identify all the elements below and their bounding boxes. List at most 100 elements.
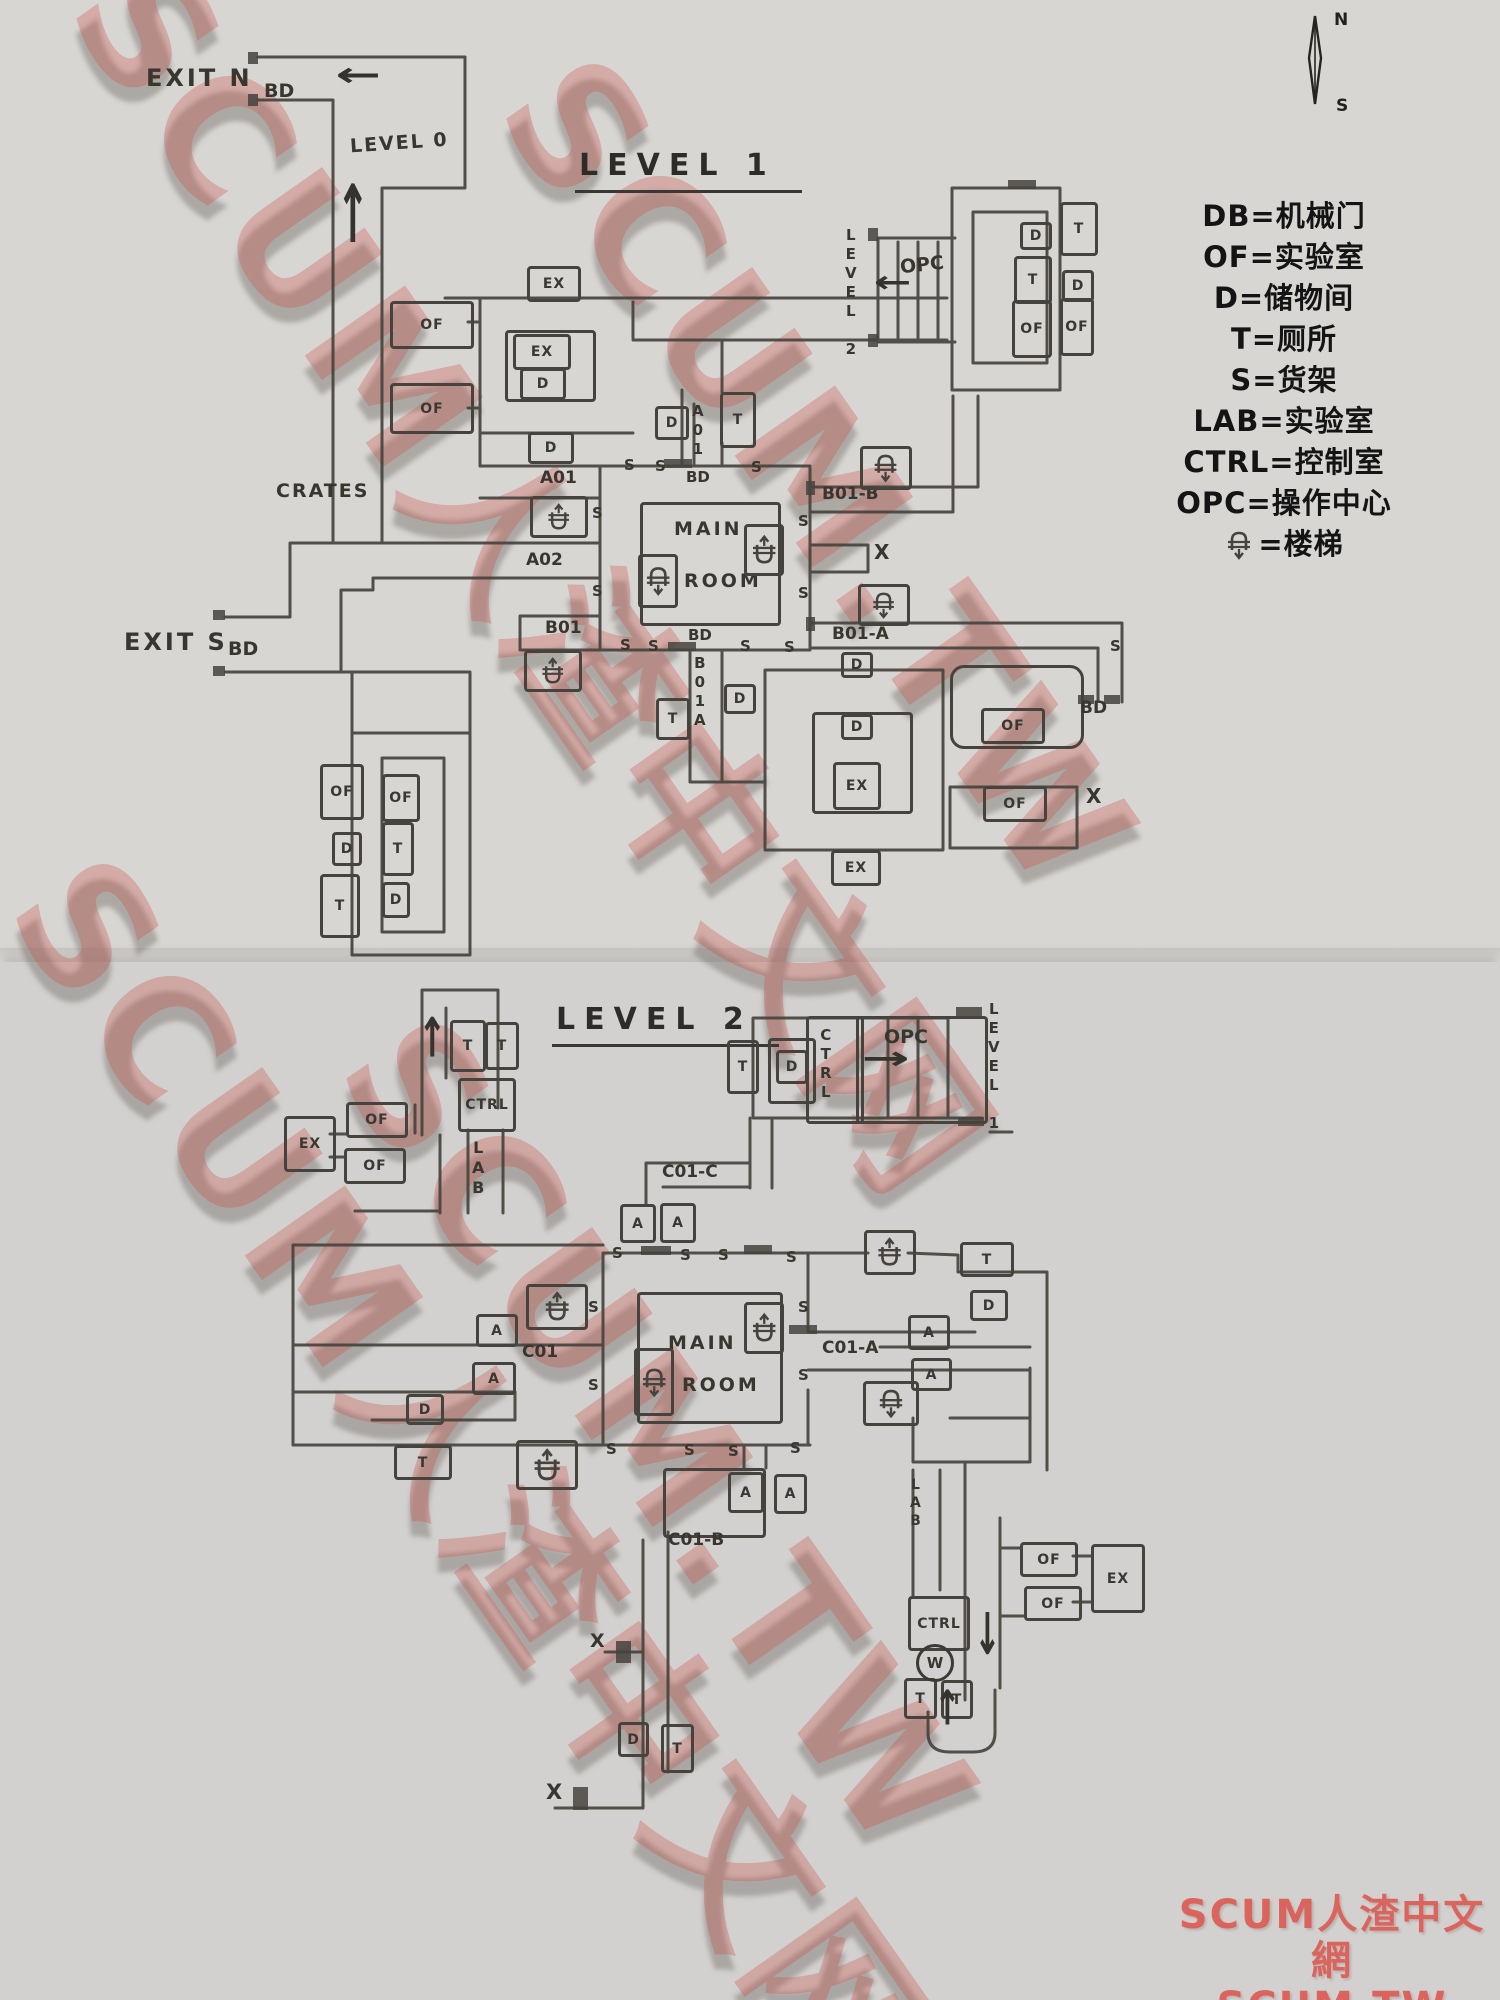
stairs-icon	[744, 524, 784, 576]
room-ex: EX	[527, 266, 581, 302]
room-label: D	[982, 1297, 996, 1314]
stairs-icon	[864, 1230, 916, 1275]
room-of: OF	[1012, 300, 1052, 358]
legend-row-db: DB=机械门	[1202, 199, 1366, 233]
room-label: T	[667, 711, 679, 727]
room-label: OF	[330, 784, 354, 800]
map-text: S	[684, 1441, 695, 1459]
room-label: A	[632, 1215, 644, 1232]
room-d: D	[841, 714, 873, 740]
legend-row-stairs: =楼梯	[1116, 524, 1452, 565]
map-text: S	[592, 582, 603, 600]
map-text: C01	[522, 1342, 559, 1362]
map-text: S	[620, 636, 631, 654]
map-text-char: A	[472, 1158, 485, 1177]
room-of: OF	[320, 764, 364, 820]
photo-seam	[0, 948, 1500, 962]
room-label: D	[665, 415, 679, 431]
room-ctrl: CTRL	[908, 1596, 970, 1651]
map-text: ROOM	[682, 1374, 760, 1396]
room-t: T	[1014, 256, 1052, 304]
room-box	[505, 330, 596, 402]
map-text: S	[606, 1440, 617, 1458]
stairs-icon	[1228, 531, 1251, 560]
room-d: D	[520, 368, 566, 400]
room-ctrl: CTRL	[458, 1078, 516, 1132]
room-label: A	[740, 1484, 752, 1501]
room-t: T	[661, 1724, 694, 1773]
map-text: EXIT S	[124, 628, 228, 656]
room-label: A	[923, 1324, 935, 1341]
map-text-char: B	[472, 1178, 485, 1197]
room-label: OF	[363, 1158, 387, 1174]
map-text-char: L	[989, 1076, 999, 1094]
map-text: C01-B	[668, 1530, 725, 1550]
map-text-char: R	[820, 1064, 832, 1082]
arrow-left-icon: ←	[335, 55, 382, 95]
map-text: S	[612, 1244, 623, 1262]
room-label: EX	[845, 778, 869, 794]
room-d: D	[970, 1290, 1008, 1321]
room-label: D	[850, 657, 864, 673]
stairs-icon	[530, 496, 588, 538]
room-label: D	[627, 1731, 640, 1748]
room-d: D	[406, 1394, 444, 1425]
room-label: OF	[365, 1112, 389, 1128]
map-text: S	[655, 457, 666, 475]
room-label: T	[672, 1740, 683, 1757]
map-text: B01	[545, 618, 582, 638]
room-label: A	[488, 1370, 500, 1387]
map-text: BD	[228, 638, 259, 660]
room-a: A	[911, 1358, 952, 1391]
room-of: OF	[344, 1148, 406, 1184]
room-a: A	[472, 1362, 516, 1395]
room-label: OF	[1020, 321, 1044, 337]
map-text: B01-A	[832, 624, 889, 644]
room-label: OF	[389, 790, 413, 806]
map-text-char: L	[821, 1083, 831, 1101]
room-label: D	[389, 892, 403, 908]
room-label: OF	[1003, 796, 1027, 812]
room-t: T	[656, 698, 690, 740]
map-text: S	[1110, 637, 1121, 655]
map-text: S	[718, 1246, 729, 1264]
room-label: T	[462, 1038, 474, 1054]
room-of: OF	[1020, 1542, 1078, 1577]
room-t: T	[320, 874, 360, 938]
room-box	[768, 1038, 816, 1104]
map-text-char: C	[820, 1026, 832, 1044]
map-text: S	[798, 512, 809, 530]
room-label: T	[417, 1454, 429, 1471]
map-text-char: 2	[845, 340, 857, 358]
site-watermark-line2: SCUM.TW	[1172, 1984, 1492, 2000]
legend-row-ctrl: CTRL=控制室	[1183, 445, 1385, 479]
room-t: T	[1060, 202, 1098, 256]
room-d: D	[841, 652, 873, 678]
map-text-char: T	[820, 1045, 831, 1063]
map-text: A02	[526, 550, 563, 570]
arrow-right-icon: →	[861, 1039, 910, 1077]
compass-needle-icon	[1307, 15, 1323, 105]
map-text: CRATES	[276, 480, 370, 502]
stairs-icon	[524, 650, 582, 692]
door-slabs	[213, 52, 1120, 1810]
stairs-icon	[638, 554, 678, 608]
room-d: D	[528, 432, 574, 464]
map-text-char: L	[473, 1138, 484, 1157]
room-of: OF	[390, 383, 474, 434]
room-label: D	[418, 1401, 432, 1418]
room-label: OF	[420, 317, 444, 333]
site-watermark-line1: SCUM人渣中文網	[1178, 1892, 1486, 1984]
map-text-char: A	[910, 1495, 921, 1511]
room-label: D	[340, 841, 354, 857]
map-text: S	[798, 584, 809, 602]
room-label: T	[951, 1691, 963, 1708]
room-a: A	[728, 1472, 764, 1513]
map-text-char: A	[692, 402, 704, 420]
map-text-char: L	[910, 1477, 920, 1493]
map-text: S	[728, 1442, 739, 1460]
arrow-up-icon: ↑	[418, 1007, 447, 1071]
